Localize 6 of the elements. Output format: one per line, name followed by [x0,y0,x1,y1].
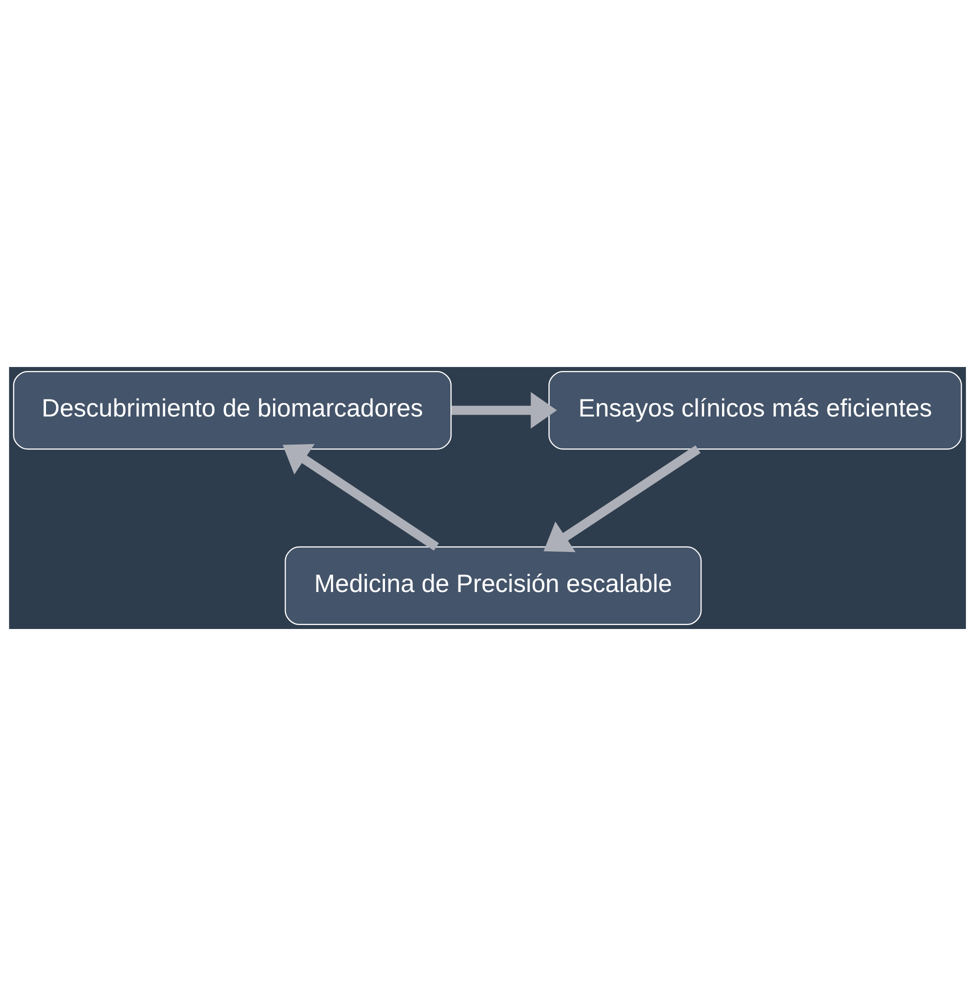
arrow [282,444,439,551]
node-box: Medicina de Precisión escalable [284,546,702,626]
arrow [544,445,701,552]
arrow [451,392,557,429]
node-box: Ensayos clínicos más eficientes [548,370,962,450]
node-box: Descubrimiento de biomarcadores [13,370,452,450]
